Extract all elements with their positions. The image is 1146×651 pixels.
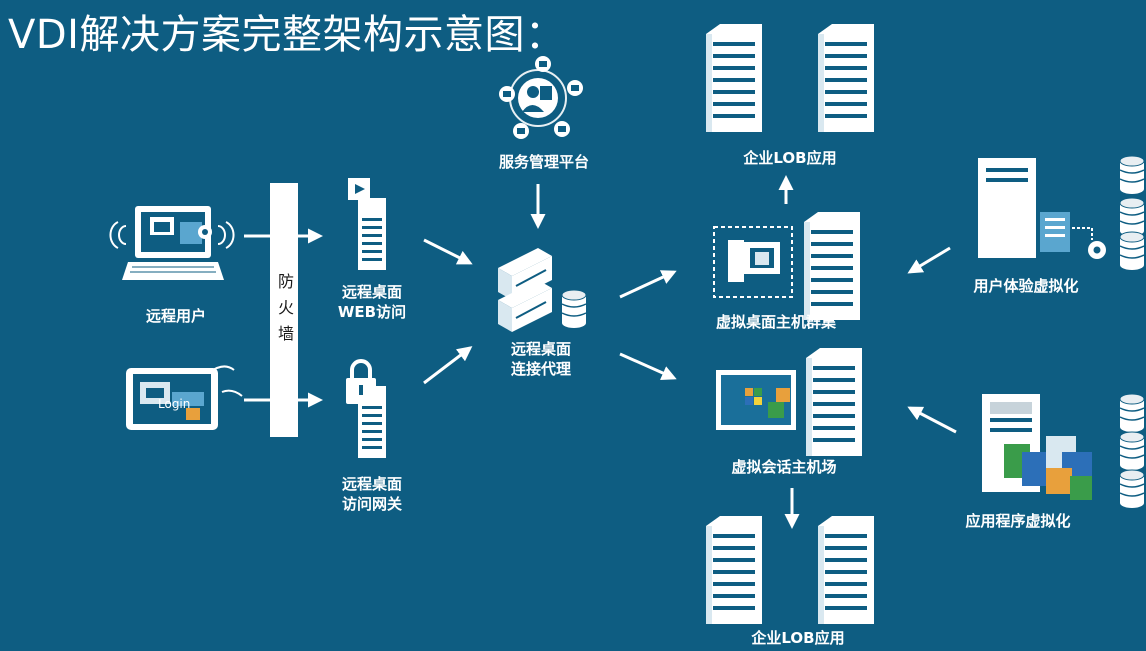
session-host-icon <box>716 348 862 456</box>
label-gateway-line1: 远程桌面 <box>341 475 403 493</box>
label-service-mgmt: 服务管理平台 <box>498 153 590 171</box>
firewall-label: 防火墙 <box>270 273 298 358</box>
label-broker-line1: 远程桌面 <box>510 340 572 358</box>
connection-broker-icon <box>498 248 587 332</box>
laptop-icon <box>109 206 235 280</box>
label-appv: 应用程序虚拟化 <box>965 512 1071 530</box>
management-hub-icon <box>499 56 583 139</box>
label-session-hosts: 虚拟会话主机场 <box>731 458 837 476</box>
user-experience-icon <box>978 155 1145 271</box>
label-gateway-line2: 访问网关 <box>341 495 403 513</box>
label-gateway: 远程桌面 访问网关 <box>342 474 402 514</box>
connection-arrows <box>244 175 957 529</box>
label-broker: 远程桌面 连接代理 <box>511 339 571 379</box>
app-virtualization-icon <box>982 393 1145 509</box>
firewall-label-text: 防火墙 <box>275 273 294 351</box>
tablet-login-text: Login <box>158 397 190 411</box>
lock-server-icon <box>346 359 386 458</box>
page-title: VDI解决方案完整架构示意图： <box>8 12 566 58</box>
label-web-access: 远程桌面 WEB访问 <box>338 282 406 322</box>
label-lob-bottom: 企业LOB应用 <box>751 629 845 647</box>
virtual-desktop-host-icon <box>713 212 860 320</box>
label-broker-line2: 连接代理 <box>510 360 572 378</box>
label-uev: 用户体验虚拟化 <box>973 277 1079 295</box>
tablet-icon: Login <box>126 365 243 430</box>
lob-top-servers <box>706 24 874 132</box>
web-server-icon <box>348 178 386 270</box>
label-web-access-line2: WEB访问 <box>337 303 407 321</box>
label-vdi-hosts: 虚拟桌面主机群集 <box>715 313 837 331</box>
label-web-access-line1: 远程桌面 <box>341 283 403 301</box>
label-lob-top: 企业LOB应用 <box>743 149 837 167</box>
label-remote-user: 远程用户 <box>145 307 207 325</box>
firewall: 防火墙 <box>270 183 298 437</box>
lob-bottom-servers <box>706 516 874 624</box>
